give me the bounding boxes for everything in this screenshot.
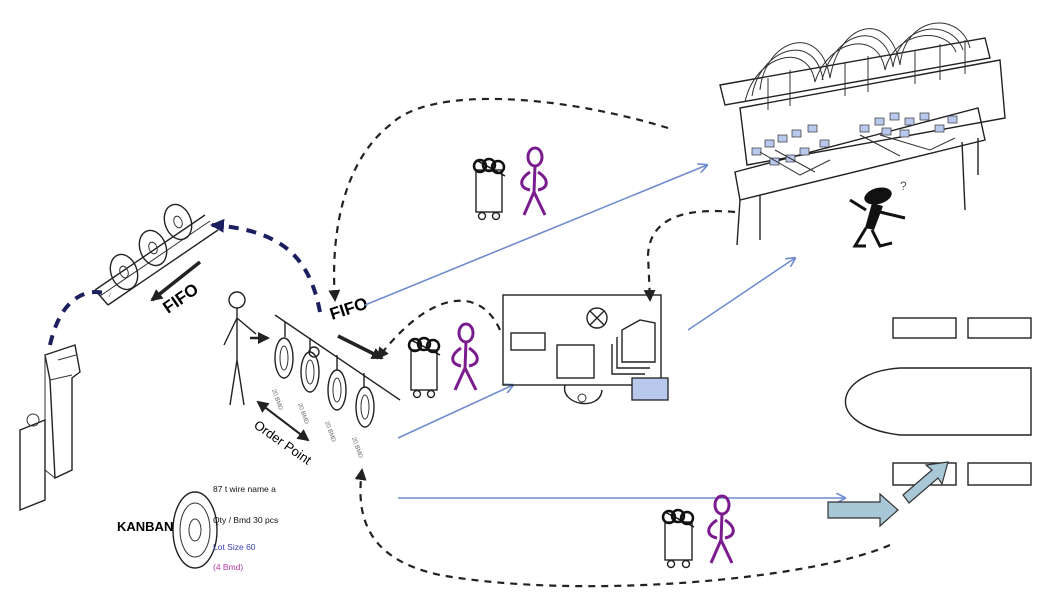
close-circle-icon bbox=[586, 307, 608, 329]
block-arrow bbox=[827, 492, 899, 528]
reel-tag: 20 BMD bbox=[296, 403, 309, 426]
kanban-card: KANBAN 87 t wire name a Qty / Bmd 30 pcs… bbox=[117, 484, 278, 572]
operator-figure-icon bbox=[707, 494, 735, 564]
board-tiles bbox=[751, 112, 958, 176]
reel-icon bbox=[163, 203, 193, 241]
flow-arrow bbox=[397, 385, 513, 439]
block-arrow bbox=[902, 461, 949, 504]
flow-arrow bbox=[687, 258, 795, 331]
thinking-worker-icon: ? bbox=[849, 179, 907, 248]
wire-harness-board bbox=[719, 22, 1006, 246]
operator-figure-icon bbox=[451, 322, 479, 391]
reel-icon bbox=[138, 229, 168, 267]
kanban-signal-loop bbox=[376, 299, 502, 360]
reel-cart-icon bbox=[661, 508, 695, 569]
kanban-return-loop bbox=[48, 290, 111, 346]
operator-figure-icon bbox=[520, 146, 548, 216]
vehicle-outline bbox=[844, 317, 1032, 486]
kanban-title: KANBAN bbox=[117, 519, 173, 534]
blue-tray bbox=[631, 377, 669, 401]
hanging-reel-icon bbox=[300, 346, 320, 393]
kanban-line-1: 87 t wire name a bbox=[213, 484, 276, 494]
kanban-rack: 20 BMD 20 BMD 20 BMD 20 BMD Order Point … bbox=[251, 294, 401, 468]
kanban-signal-loop bbox=[354, 468, 891, 588]
reel-tag: 20 BMD bbox=[270, 389, 283, 412]
hanging-reel-icon bbox=[327, 369, 347, 411]
kanban-signal-loop bbox=[328, 97, 669, 302]
fifo-label-left: FIFO bbox=[159, 280, 202, 318]
kanban-return-loop bbox=[210, 218, 322, 313]
kanban-signal-loop bbox=[643, 209, 736, 302]
flow-arrow bbox=[364, 165, 707, 306]
reel-icon bbox=[109, 253, 139, 291]
reel-cart-icon bbox=[472, 157, 506, 221]
workstation-table bbox=[502, 294, 669, 405]
hanging-reel-icon bbox=[355, 386, 375, 428]
worker-figure-icon bbox=[223, 291, 270, 406]
kanban-line-4: (4 Bmd) bbox=[213, 562, 243, 572]
wire-machine-icon bbox=[19, 344, 81, 512]
kanban-reel-icon bbox=[172, 491, 218, 569]
kanban-line-2: Qty / Bmd 30 pcs bbox=[213, 515, 278, 525]
question-mark-icon: ? bbox=[900, 179, 907, 193]
hanging-reel-icon bbox=[274, 337, 294, 379]
kanban-line-3: Lot Size 60 bbox=[213, 542, 256, 552]
fifo-reel-lane: FIFO bbox=[94, 203, 219, 318]
reel-cart-icon bbox=[407, 336, 441, 399]
fifo-label-rack: FIFO bbox=[327, 294, 370, 324]
reel-tag: 20 BMD bbox=[323, 421, 336, 444]
reel-tag: 20 BMD bbox=[350, 437, 363, 460]
order-point-label: Order Point bbox=[251, 417, 314, 468]
